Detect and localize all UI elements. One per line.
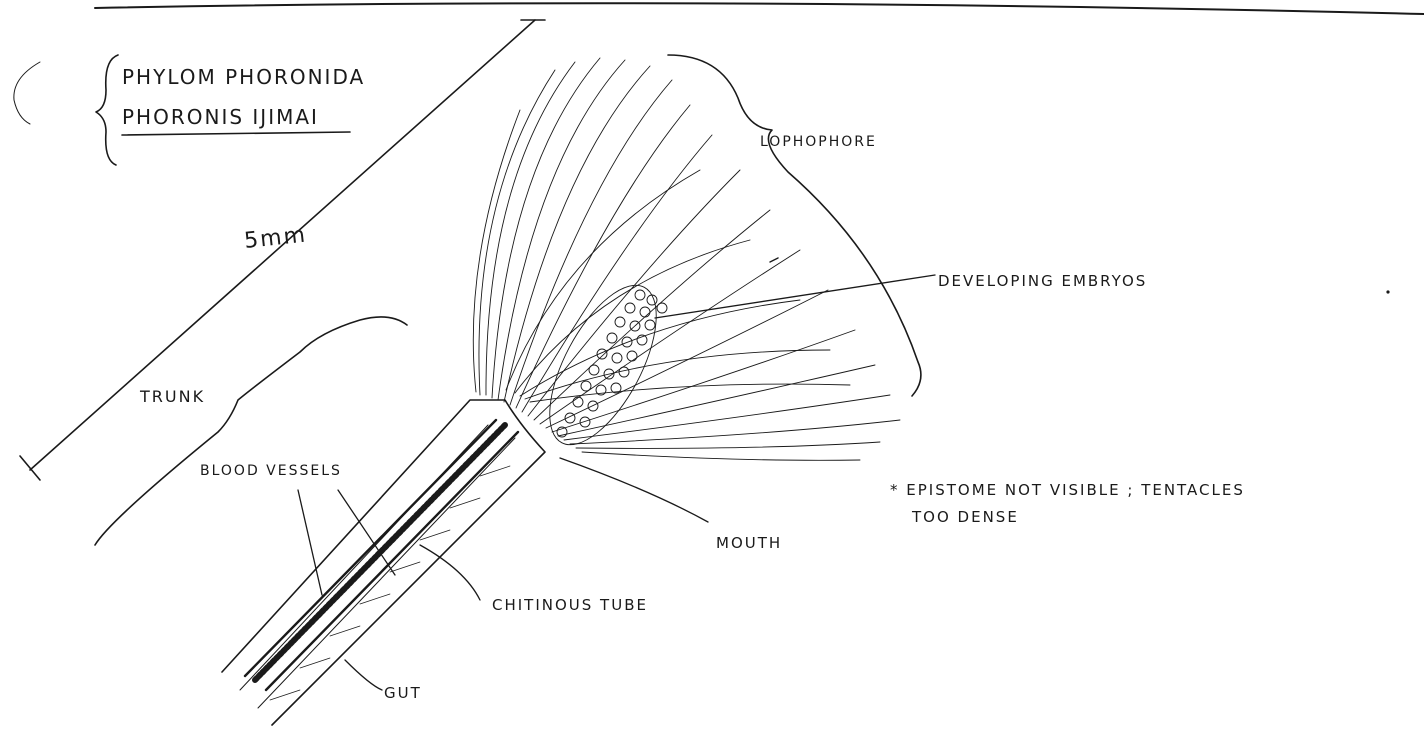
tentacle-16: [570, 420, 900, 444]
lophophore-bracket: [668, 55, 921, 396]
gut-leader-line: [345, 660, 382, 690]
embryo: [645, 320, 655, 330]
chitinous-tube-leader-line: [420, 545, 480, 600]
embryo: [635, 290, 645, 300]
title-phylum: PHYLOM PHORONIDA: [122, 65, 365, 89]
tentacle-21: [515, 240, 750, 393]
embryo: [607, 333, 617, 343]
embryos-leader-line: [655, 275, 935, 318]
note-line-2: TOO DENSE: [911, 508, 1019, 526]
embryo: [573, 397, 583, 407]
lophophore-tentacles: [473, 58, 900, 460]
label-chitinous-tube: CHITINOUS TUBE: [492, 596, 648, 614]
tentacle-03: [492, 58, 600, 398]
embryo: [640, 307, 650, 317]
tentacle-08: [522, 135, 712, 412]
tentacle-20: [506, 170, 700, 390]
tentacle-24: [530, 384, 850, 402]
tube-hatching: [270, 466, 510, 700]
tentacle-22: [520, 300, 800, 396]
tentacle-06: [510, 80, 672, 405]
margin-arc: [14, 62, 40, 124]
tentacle-17: [576, 442, 880, 448]
tentacle-13: [552, 330, 855, 432]
hatch-5: [390, 562, 420, 572]
tentacle-23: [525, 350, 830, 399]
label-mouth: MOUTH: [716, 534, 782, 552]
label-trunk: TRUNK: [139, 387, 205, 406]
title-species: PHORONIS IJIMAI: [122, 105, 319, 129]
page-edge-line: [95, 3, 1424, 14]
label-gut: GUT: [384, 684, 422, 702]
mouth-leader-line: [560, 458, 708, 522]
embryo: [615, 317, 625, 327]
blood-vessel-a: [245, 420, 496, 676]
title-underline: [122, 132, 350, 135]
trunk-bracket: [95, 317, 407, 545]
title-brace: [96, 55, 118, 165]
label-lophophore: LOPHOPHORE: [760, 134, 877, 150]
embryo: [647, 295, 657, 305]
hatch-1: [270, 690, 300, 700]
embryo: [625, 303, 635, 313]
embryo: [589, 365, 599, 375]
scale-label: 5mm: [243, 223, 308, 254]
embryo: [612, 353, 622, 363]
embryo: [580, 417, 590, 427]
scale-bar-end-tick-bottom: [20, 456, 40, 480]
tentacle-18: [582, 452, 860, 460]
tentacle-09: [528, 170, 740, 416]
embryo: [627, 351, 637, 361]
label-developing-embryos: DEVELOPING EMBRYOS: [938, 272, 1147, 290]
chitinous-tube: [222, 400, 545, 725]
note-line-1: * EPISTOME NOT VISIBLE ; TENTACLES: [890, 481, 1245, 499]
blood-vessels-leader-a: [298, 490, 322, 595]
stray-mark: [770, 258, 778, 262]
tube-outline: [222, 400, 545, 725]
label-blood-vessels: BLOOD VESSELS: [200, 463, 342, 479]
hatch-7: [450, 498, 480, 508]
embryo: [619, 367, 629, 377]
tentacle-11: [540, 250, 800, 424]
stray-dot: [1386, 290, 1389, 293]
hatch-6: [420, 530, 450, 540]
embryo: [657, 303, 667, 313]
embryo: [581, 381, 591, 391]
tentacle-07: [516, 105, 690, 408]
